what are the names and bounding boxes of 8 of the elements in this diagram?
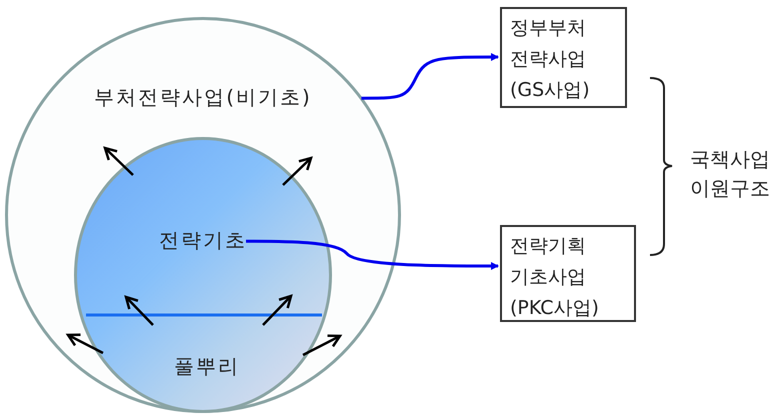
arrow <box>361 53 499 100</box>
text-box: 정부부처 전략사업 (GS사업) <box>500 7 627 108</box>
bracket-label: 국책사업 이원구조 <box>690 146 771 202</box>
text-box: 전략기획 기초사업 (PKC사업) <box>500 225 636 322</box>
arrow <box>246 240 499 270</box>
region-label: 부처전략사업(비기초) <box>94 85 312 109</box>
region-label: 전략기초 <box>159 228 247 252</box>
region-label: 풀뿌리 <box>174 354 240 378</box>
